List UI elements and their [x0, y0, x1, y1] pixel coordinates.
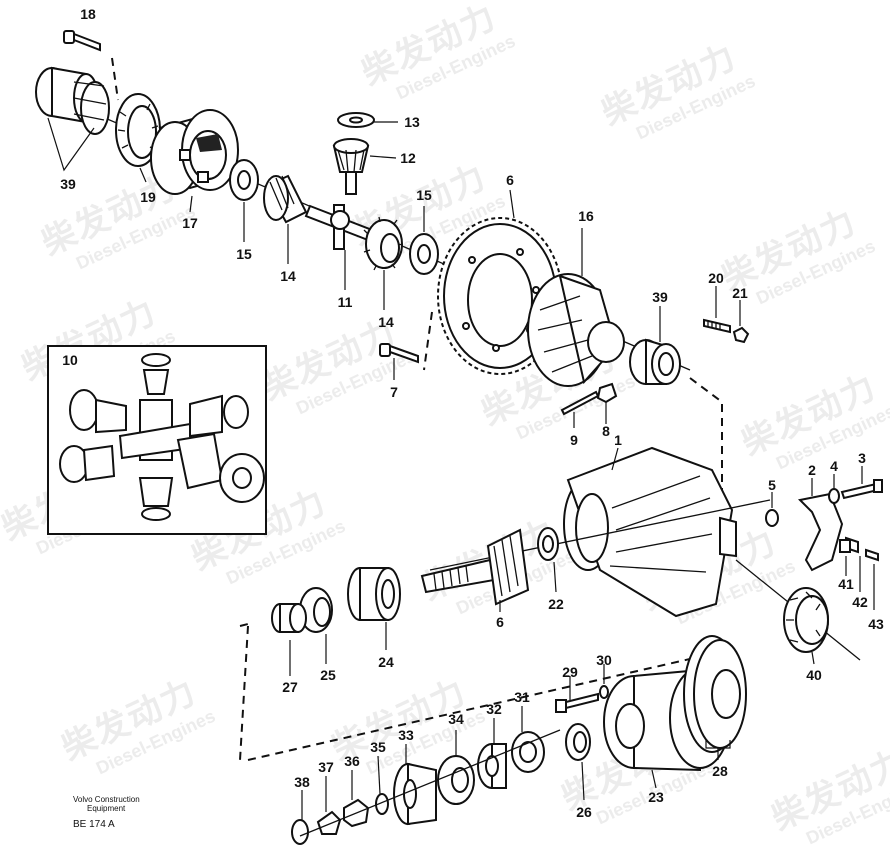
callout-40: 40 — [806, 667, 822, 683]
callout-42: 42 — [852, 594, 868, 610]
callout-41: 41 — [838, 576, 854, 592]
callout-20: 20 — [708, 270, 724, 286]
bolt-7 — [379, 343, 419, 364]
spider-11 — [304, 204, 374, 250]
callout-37: 37 — [318, 759, 334, 775]
callout-2: 2 — [808, 462, 816, 478]
callout-33: 33 — [398, 727, 414, 743]
washer-30 — [599, 685, 609, 699]
inset-label-10: 10 — [62, 352, 78, 368]
shims-28 — [683, 635, 747, 753]
washer-41 — [839, 539, 851, 553]
stud-20 — [703, 318, 731, 334]
callout-25: 25 — [320, 667, 336, 683]
callout-12: 12 — [400, 150, 416, 166]
bevel-gear-14-centre — [363, 216, 404, 271]
callout-15b: 15 — [416, 187, 432, 203]
callout-9: 9 — [570, 432, 578, 448]
bevel-gear-12 — [332, 138, 370, 195]
callout-14b: 14 — [378, 314, 394, 330]
callout-18: 18 — [80, 6, 96, 22]
circlip-38 — [291, 819, 309, 845]
callout-13: 13 — [404, 114, 420, 130]
pin-9 — [560, 390, 600, 416]
bolt-3 — [840, 479, 883, 500]
callout-16: 16 — [578, 208, 594, 224]
spacer-27 — [271, 603, 307, 633]
callout-11: 11 — [337, 294, 353, 310]
race-34 — [437, 755, 475, 805]
callout-21: 21 — [732, 285, 748, 301]
callout-29: 29 — [562, 664, 578, 680]
bearing-22 — [537, 527, 559, 561]
washer-13 — [337, 112, 375, 128]
bolt-18 — [63, 30, 101, 52]
callout-7: 7 — [390, 384, 398, 400]
callout-23: 23 — [648, 789, 664, 805]
callout-14: 14 — [280, 268, 296, 284]
bolt-43 — [865, 548, 879, 562]
inset-spider-assembly — [59, 353, 265, 521]
sleeve-5 — [765, 509, 779, 527]
seal-31 — [511, 731, 545, 773]
callout-30: 30 — [596, 652, 612, 668]
diff-case-16 — [527, 273, 625, 387]
callout-5: 5 — [768, 477, 776, 493]
callout-17: 17 — [182, 215, 198, 231]
pinion-6 — [420, 528, 530, 606]
manufacturer-line-1: Volvo Construction — [73, 795, 140, 804]
callout-39: 39 — [60, 176, 76, 192]
bearing-39-right — [629, 338, 681, 385]
callout-27: 27 — [282, 679, 298, 695]
callout-35: 35 — [370, 739, 386, 755]
bolt-29 — [555, 692, 599, 713]
manufacturer-caption: Volvo Construction Equipment — [73, 795, 153, 813]
callout-34: 34 — [448, 711, 464, 727]
washer-15-left — [229, 159, 259, 201]
lock-nut-40 — [783, 587, 829, 653]
callout-39b: 39 — [652, 289, 668, 305]
nut-8 — [596, 382, 618, 404]
callout-19: 19 — [140, 189, 156, 205]
callout-36: 36 — [344, 753, 360, 769]
drawing-reference: BE 174 A — [73, 819, 115, 830]
callout-15: 15 — [236, 246, 252, 262]
manufacturer-line-2: Equipment — [87, 804, 126, 813]
bearing-24 — [347, 567, 401, 621]
bearing-32 — [477, 743, 507, 789]
diff-case-17 — [150, 109, 239, 195]
callout-1: 1 — [614, 432, 622, 448]
callout-24: 24 — [378, 654, 394, 670]
washer-15-right — [409, 233, 439, 275]
lock-washer-37 — [316, 810, 342, 835]
bevel-gear-14-left — [263, 174, 308, 224]
seal-26 — [565, 723, 591, 761]
callout-38: 38 — [294, 774, 310, 790]
callout-6: 6 — [506, 172, 514, 188]
flange-33 — [393, 762, 437, 826]
callout-6b: 6 — [496, 614, 504, 630]
washer-35 — [375, 793, 389, 815]
callout-43: 43 — [868, 616, 884, 632]
callout-31: 31 — [514, 689, 530, 705]
callout-3: 3 — [858, 450, 866, 466]
callout-8: 8 — [602, 423, 610, 439]
bearing-39-left — [35, 66, 110, 135]
nut-21 — [732, 326, 750, 344]
callout-28: 28 — [712, 763, 728, 779]
callout-4: 4 — [830, 458, 838, 474]
axle-housing-1 — [563, 446, 737, 618]
ring-19 — [115, 93, 161, 167]
callout-22: 22 — [548, 596, 564, 612]
callout-26: 26 — [576, 804, 592, 820]
bracket-2 — [797, 492, 844, 572]
washer-4 — [828, 488, 840, 504]
callout-32: 32 — [486, 701, 502, 717]
